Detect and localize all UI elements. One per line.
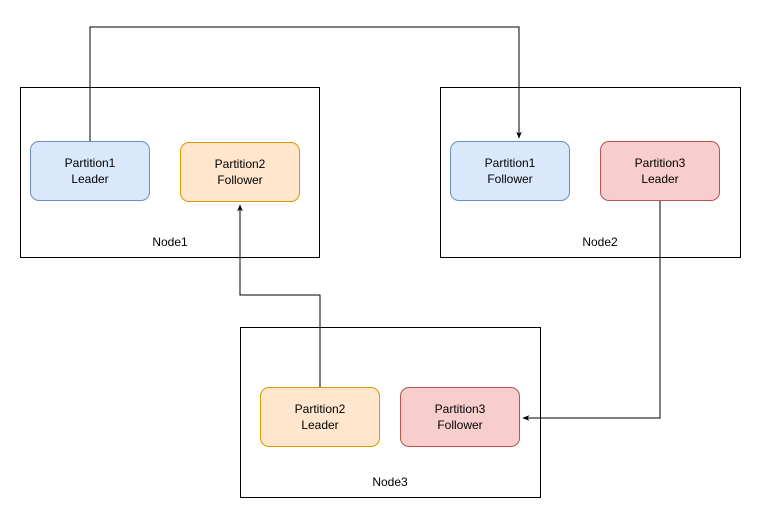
partition1-follower-box: Partition1 Follower (450, 141, 570, 201)
edge-partition1-leader-to-follower (89, 26, 522, 141)
partition1-leader-role: Leader (71, 172, 109, 186)
edge-partition3-leader-to-follower (522, 201, 661, 421)
partition2-leader-box: Partition2 Leader (260, 387, 380, 447)
partition2-follower-name: Partition2 (214, 157, 266, 171)
partition3-leader-name: Partition3 (634, 156, 686, 170)
partition1-follower-role: Follower (487, 172, 533, 186)
partition2-follower-role: Follower (217, 173, 263, 187)
partition3-leader-role: Leader (641, 172, 679, 186)
partition3-follower-role: Follower (437, 418, 483, 432)
partition3-follower-box: Partition3 Follower (400, 387, 520, 447)
partition1-leader-box: Partition1 Leader (30, 141, 150, 201)
partition3-leader-box: Partition3 Leader (600, 141, 720, 201)
edge-partition2-leader-to-follower (237, 204, 321, 387)
node3-label: Node3 (372, 475, 408, 489)
node1-container (20, 87, 320, 258)
partition2-leader-role: Leader (301, 418, 339, 432)
node3-container (240, 327, 541, 498)
node1-label: Node1 (152, 235, 188, 249)
node2-container (440, 87, 741, 258)
node2-label: Node2 (582, 235, 618, 249)
partition2-leader-name: Partition2 (294, 402, 346, 416)
partition1-follower-name: Partition1 (484, 156, 536, 170)
partition2-follower-box: Partition2 Follower (180, 142, 300, 202)
partition3-follower-name: Partition3 (434, 402, 486, 416)
partition1-leader-name: Partition1 (64, 156, 116, 170)
